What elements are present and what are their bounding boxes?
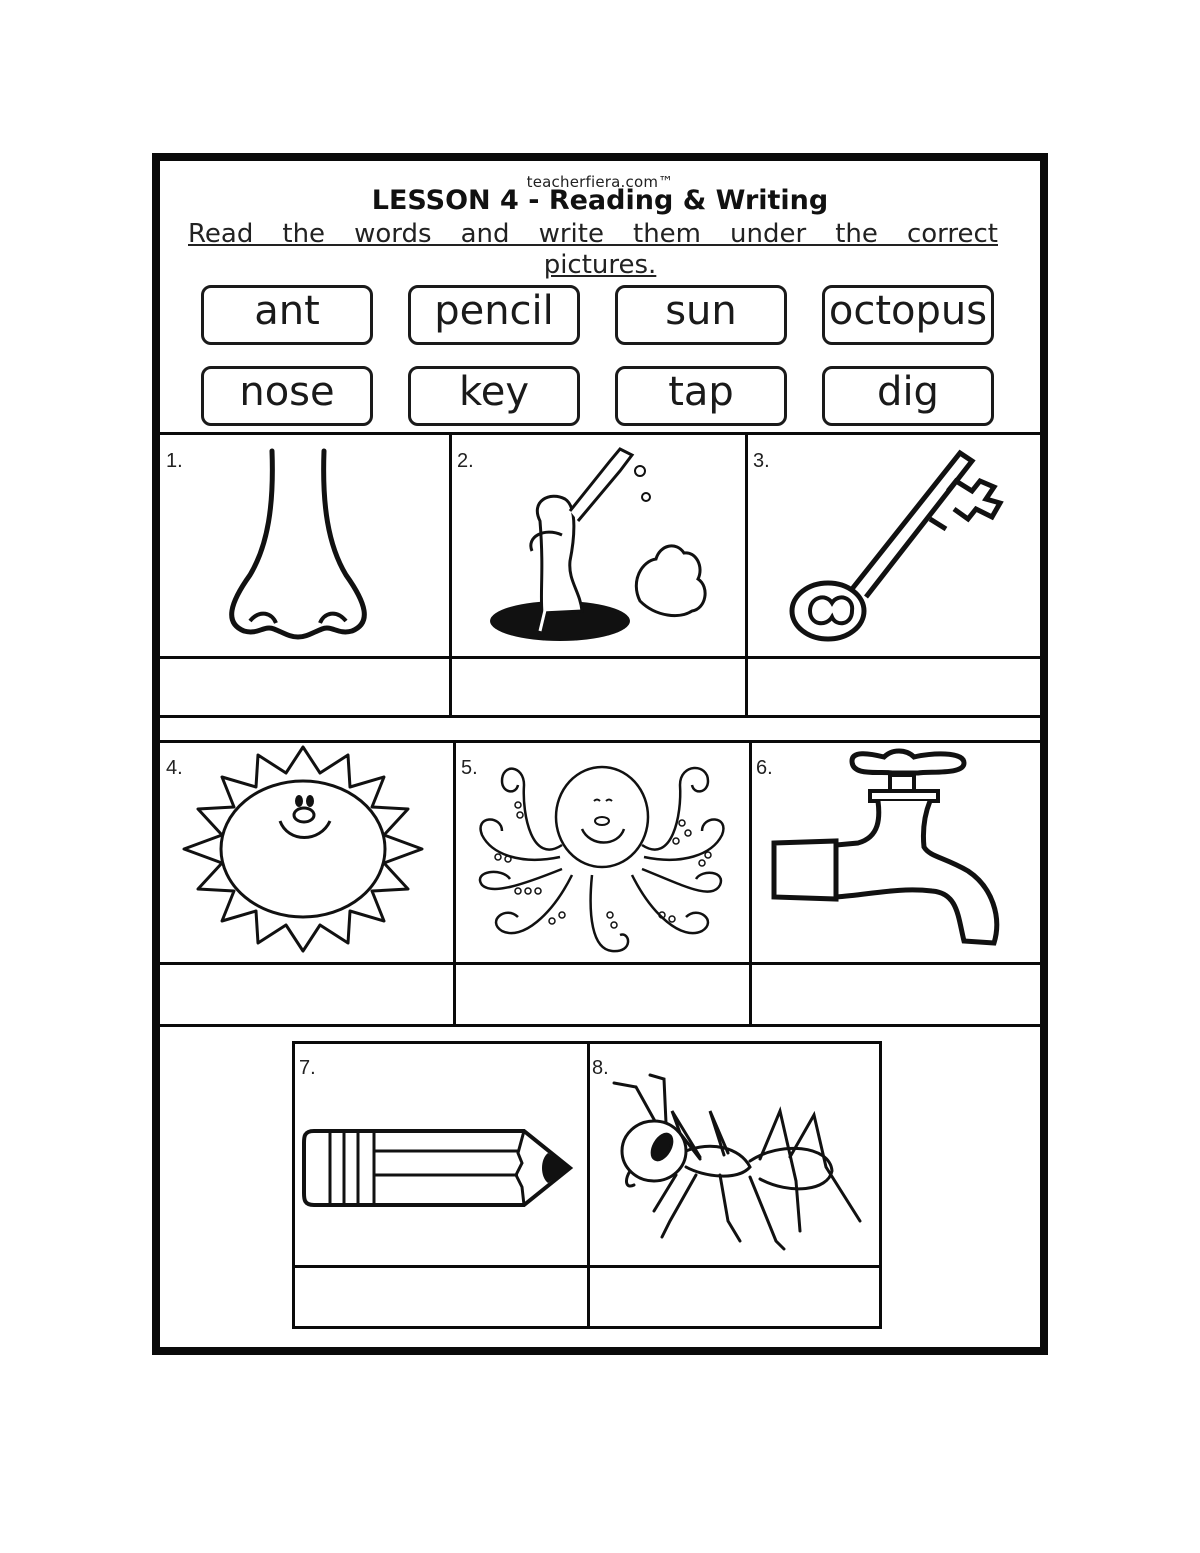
word-card-key: key (408, 366, 580, 426)
word-card-nose: nose (201, 366, 373, 426)
item-number-7: 7. (299, 1057, 316, 1079)
divider (453, 740, 456, 1027)
answer-box-6[interactable] (752, 965, 1038, 1024)
item-number-6: 6. (756, 757, 773, 779)
divider (449, 432, 452, 718)
word-card-dig: dig (822, 366, 994, 426)
instructions-line-2: pictures. (543, 250, 657, 280)
divider (749, 740, 752, 1027)
item-number-4: 4. (166, 757, 183, 779)
divider (587, 1041, 590, 1329)
word-card-sun: sun (615, 285, 787, 345)
item-number-1: 1. (166, 450, 183, 472)
divider (745, 432, 748, 718)
item-number-5: 5. (461, 757, 478, 779)
key-icon (789, 449, 1004, 642)
answer-box-3[interactable] (748, 659, 1038, 715)
answer-box-8[interactable] (590, 1268, 879, 1326)
instructions-line-1: Read the words and write them under the … (188, 219, 998, 249)
ant-icon (612, 1073, 862, 1251)
octopus-icon (478, 765, 725, 953)
item-number-8: 8. (592, 1057, 609, 1079)
answer-box-1[interactable] (163, 659, 449, 715)
word-card-octopus: octopus (822, 285, 994, 345)
sun-icon (182, 745, 424, 953)
nose-icon (229, 448, 367, 640)
worksheet: teacherfiera.com™ LESSON 4 - Reading & W… (152, 153, 1048, 1355)
divider (160, 656, 1040, 659)
dig-icon (490, 447, 707, 641)
divider (160, 1024, 1040, 1027)
item-number-3: 3. (753, 450, 770, 472)
answer-box-7[interactable] (295, 1268, 587, 1326)
answer-box-4[interactable] (163, 965, 453, 1024)
divider (160, 715, 1040, 718)
answer-box-5[interactable] (456, 965, 749, 1024)
divider (160, 740, 1040, 743)
word-card-ant: ant (201, 285, 373, 345)
brand-label: teacherfiera.com™ (526, 173, 674, 191)
tap-icon (771, 748, 1000, 946)
pencil-icon (302, 1129, 574, 1207)
item-number-2: 2. (457, 450, 474, 472)
answer-box-2[interactable] (452, 659, 745, 715)
word-card-pencil: pencil (408, 285, 580, 345)
page-title: LESSON 4 - Reading & Writing (371, 185, 829, 216)
word-card-tap: tap (615, 366, 787, 426)
divider (160, 432, 1040, 435)
divider (160, 962, 1040, 965)
